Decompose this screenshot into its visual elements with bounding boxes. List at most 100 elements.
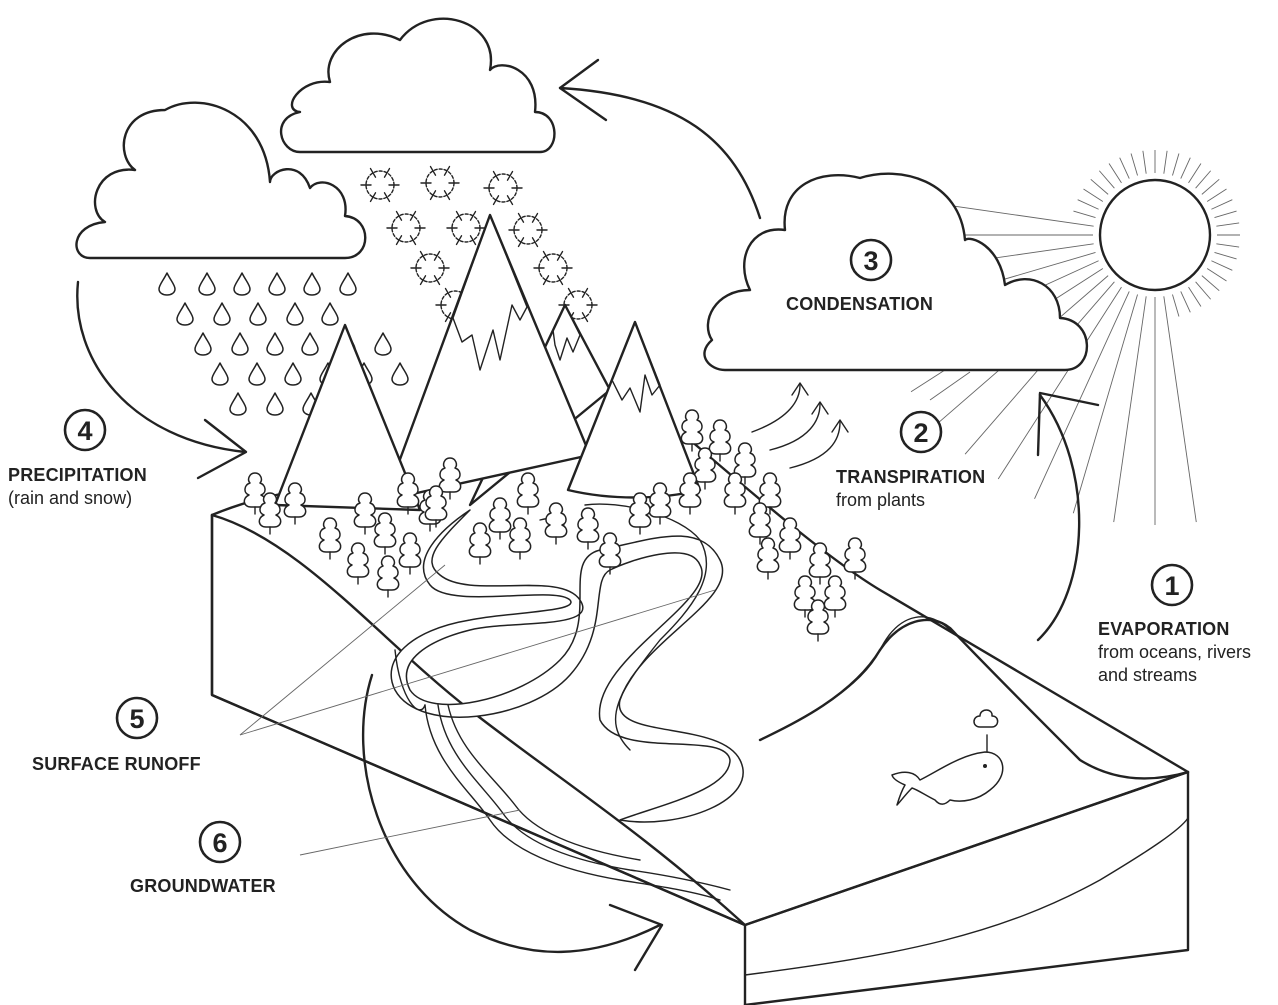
sun-ray-icon [997,286,1122,480]
tree-icon [376,555,400,598]
tree-icon [576,507,600,550]
precipitation-title: PRECIPITATION [8,465,147,485]
leader-lines [239,371,971,856]
tree-icon [468,522,492,565]
sun-ray-icon [1211,199,1233,210]
tree-icon [488,497,512,540]
rain-drop-icon [301,332,319,356]
rain-drop-icon [391,362,409,386]
groundwater-title: GROUNDWATER [130,876,276,896]
rain-drop-icon [286,302,304,326]
sun-ray-icon [1180,157,1191,179]
rain-drop-icon [176,302,194,326]
rain-drop-icon [284,362,302,386]
snowflake-icon [386,210,426,246]
cloud-icon [280,17,556,154]
sun-ray-icon [1180,291,1191,313]
stage-3-number: 3 [863,246,878,276]
tree-icon [806,599,830,642]
evaporation-arrow-icon [1036,391,1100,642]
transpiration-line-1: from plants [836,490,926,510]
transpiration-label: TRANSPIRATION from plants [836,466,985,512]
tree-icon [258,492,282,535]
mountain-icon [273,323,422,512]
stage-1-number: 1 [1164,571,1179,601]
sun-ray-icon [1090,178,1109,195]
rain-drop-icon [266,392,284,416]
cloud-icon [703,172,1089,372]
tree-icon [318,517,342,560]
tree-icon [678,472,702,515]
sun-ray-icon [1214,210,1237,218]
tree-icon [516,472,540,515]
condensation-title: CONDENSATION [786,294,934,314]
sun-ray-icon [1172,294,1180,317]
snowflake-icon [508,212,548,248]
sun-ray-icon [1083,188,1104,202]
tree-icon [424,485,448,528]
tree-icon [396,472,420,515]
snowflake-icon [533,250,573,286]
evaporation-label: EVAPORATION from oceans, rivers and stre… [1098,618,1251,687]
tree-icon [708,419,732,462]
transpiration-arrow-icon [751,382,849,469]
sun-ray-icon [1098,170,1115,189]
evaporation-title: EVAPORATION [1098,619,1230,639]
rain-drop-icon [268,272,286,296]
sun-ray-icon [1216,243,1240,248]
sun-ray-icon [1216,222,1240,227]
mountain-icon [383,213,592,502]
tree-icon [398,532,422,575]
rain-drop-icon [339,272,357,296]
tree-icon [598,532,622,575]
sun-ray-icon [1188,163,1202,184]
sun-ray-icon [1206,268,1227,282]
sun-ray-icon [1206,188,1227,202]
stage-6-number: 6 [212,828,227,858]
tree-icon [778,517,802,560]
precipitation-label: PRECIPITATION (rain and snow) [8,464,147,510]
sun-ray-icon [1073,210,1096,218]
rain-drop-icon [249,302,267,326]
tree-icon [438,457,462,500]
rain-drop-icon [213,302,231,326]
snowflake-icon [483,170,523,206]
tree-icon [808,542,832,585]
tree-icon [628,492,652,535]
tree-icon [693,447,717,490]
tree-icon [758,472,782,515]
sun-ray-icon [1108,163,1122,184]
snowflake-icon [360,165,598,358]
tree-icon [823,575,847,618]
stage-5-badge: 5 [115,696,159,740]
sun-ray-icon [1072,294,1138,514]
rain-drop-icon [231,332,249,356]
snowflake-icon [410,250,450,286]
rain-drop-icon [303,272,321,296]
stage-4-badge: 4 [63,408,107,452]
tree-icon [283,482,307,525]
tree-icon [723,472,747,515]
groundwater-label: GROUNDWATER [130,875,276,898]
tree-icon [680,409,704,452]
tree-icon [843,537,867,580]
stage-2-badge: 2 [899,410,943,454]
rain-drop-icon [211,362,229,386]
tree-icon [243,409,867,642]
river [390,503,951,823]
surface-runoff-title: SURFACE RUNOFF [32,754,201,774]
sun-ray-icon [1130,153,1138,176]
rain-drop-icon [233,272,251,296]
condensation-label: CONDENSATION [786,293,933,316]
transpiration-title: TRANSPIRATION [836,467,986,487]
groundwater-flow [394,649,731,901]
sun-ray-icon [1188,286,1202,307]
tree-icon [508,517,532,560]
stage-1-badge: 1 [1150,563,1194,607]
precipitation-arrow-icon [76,280,248,480]
condensation-arrow-icon [558,58,762,220]
surface-runoff-label: SURFACE RUNOFF [32,753,201,776]
rain-drop-icon [194,332,212,356]
stage-2-number: 2 [913,418,928,448]
snowflake-icon [446,210,486,246]
